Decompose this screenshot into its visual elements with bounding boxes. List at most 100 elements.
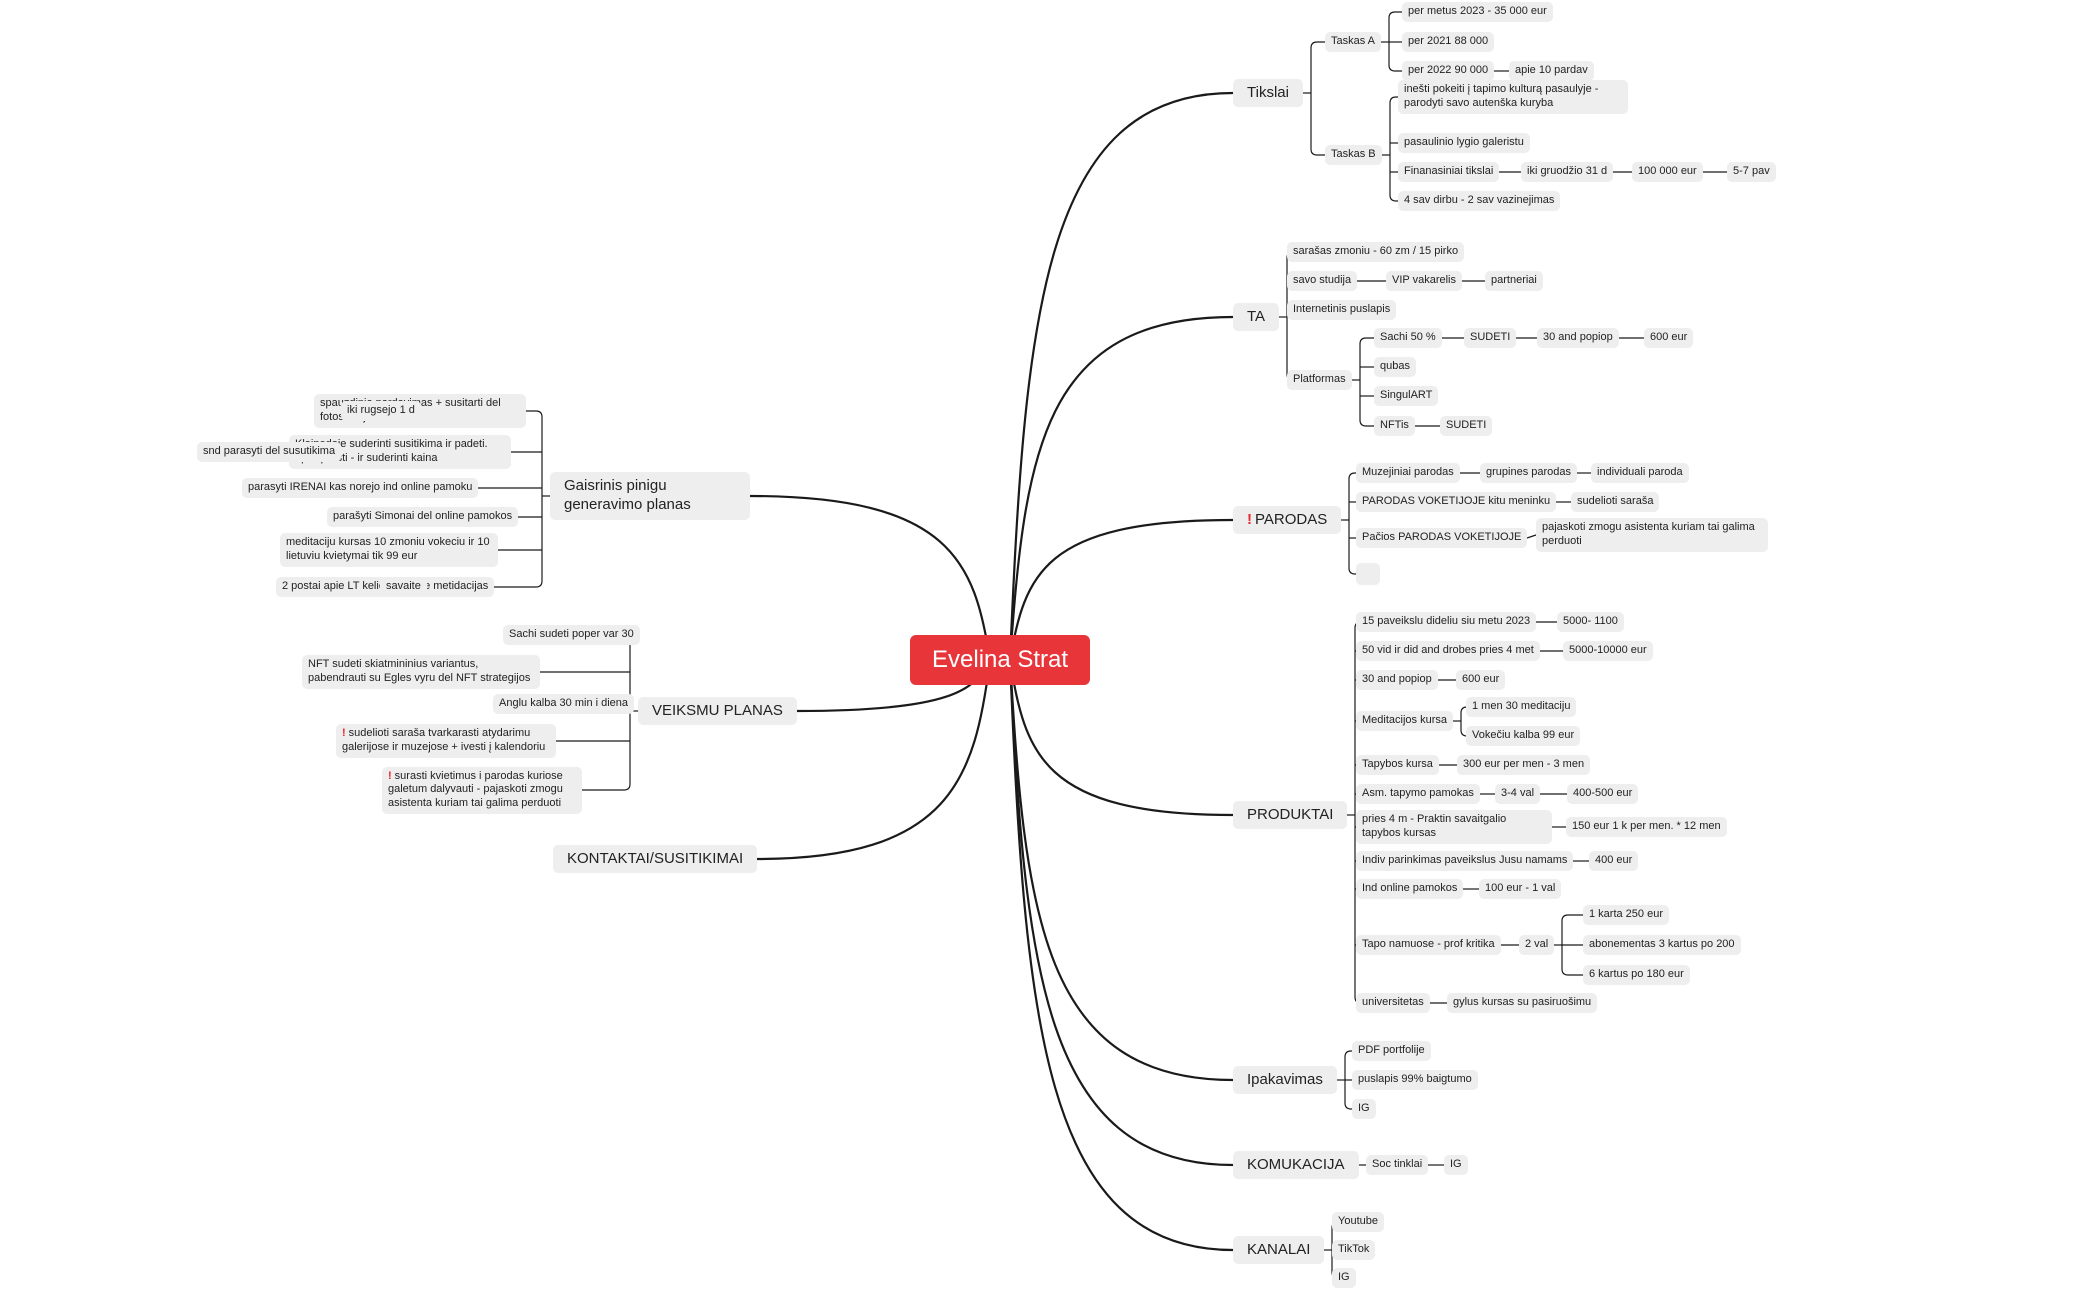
topic-p1a[interactable]: SUDETI [1464,328,1517,348]
topic-g2a[interactable]: snd parasyti del susutikima [197,442,342,462]
topic-b2[interactable]: pasaulinio lygio galeristu [1398,133,1530,153]
topic-x10b[interactable]: 1 karta 250 eur [1583,905,1669,925]
connector [1310,148,1325,156]
topic-parodas[interactable]: !PARODAS [1233,505,1342,535]
topic-x10c[interactable]: abonementas 3 kartus po 200 [1583,935,1741,955]
topic-label: 5-7 pav [1733,165,1770,177]
topic-x6[interactable]: Asm. tapymo pamokas [1356,784,1480,804]
topic-r3[interactable]: Pačios PARODAS VOKETIJOJE [1356,528,1528,548]
topic-x4[interactable]: Meditacijos kursa [1356,711,1453,731]
topic-g3[interactable]: parasyti IRENAI kas norejo ind online pa… [242,478,479,498]
topic-x1[interactable]: 15 paveikslu dideliu siu metu 2023 [1356,612,1537,632]
topic-x6b[interactable]: 400-500 eur [1567,784,1639,804]
topic-x10a[interactable]: 2 val [1519,935,1555,955]
topic-x3a[interactable]: 600 eur [1456,670,1506,690]
topic-v3[interactable]: Anglu kalba 30 min i diena [493,694,635,714]
topic-r4[interactable] [1356,563,1380,585]
topic-a2[interactable]: per 2021 88 000 [1402,32,1495,52]
topic-a3[interactable]: per 2022 90 000 [1402,61,1495,81]
topic-i3[interactable]: IG [1352,1099,1376,1119]
topic-t2b[interactable]: partneriai [1485,271,1543,291]
topic-label: qubas [1380,360,1410,372]
topic-t1[interactable]: sarašas zmoniu - 60 zm / 15 pirko [1287,242,1465,262]
topic-t2[interactable]: savo studija [1287,271,1358,291]
topic-x8a[interactable]: 400 eur [1589,851,1639,871]
topic-t2a[interactable]: VIP vakarelis [1386,271,1462,291]
topic-c3[interactable]: IG [1332,1268,1356,1288]
topic-x9a[interactable]: 100 eur - 1 val [1479,879,1562,899]
topic-t4[interactable]: Platformas [1287,370,1352,390]
topic-x8[interactable]: Indiv parinkimas paveikslus Jusu namams [1356,851,1574,871]
topic-x3[interactable]: 30 and popiop [1356,670,1438,690]
topic-label: sudelioti saraša tvarkarasti atydarimu g… [342,727,546,753]
topic-r1a[interactable]: grupines parodas [1480,463,1578,483]
topic-taskasA[interactable]: Taskas A [1325,32,1382,52]
topic-v2[interactable]: NFT sudeti skiatmininius variantus, pabe… [302,655,540,689]
topic-p4[interactable]: NFTis [1374,416,1415,436]
topic-label: 400 eur [1595,854,1633,866]
topic-x10d[interactable]: 6 kartus po 180 eur [1583,965,1690,985]
central-topic[interactable]: Evelina Strat [910,635,1091,685]
topic-x11[interactable]: universitetas [1356,993,1430,1013]
topic-p1b[interactable]: 30 and popiop [1537,328,1619,348]
topic-r2a[interactable]: sudelioti saraša [1571,492,1660,512]
topic-g5[interactable]: meditaciju kursas 10 zmoniu vokeciu ir 1… [280,533,498,567]
topic-taskasB[interactable]: Taskas B [1325,145,1382,165]
topic-b4[interactable]: 4 sav dirbu - 2 sav vazinejimas [1398,191,1561,211]
topic-p1[interactable]: Sachi 50 % [1374,328,1442,348]
topic-x10[interactable]: Tapo namuose - prof kritika [1356,935,1501,955]
topic-t3[interactable]: Internetinis puslapis [1287,300,1397,320]
topic-b3c[interactable]: 5-7 pav [1727,162,1776,182]
topic-v1[interactable]: Sachi sudeti poper var 30 [503,625,640,645]
topic-r2[interactable]: PARODAS VOKETIJOJE kitu meninku [1356,492,1557,512]
topic-c1[interactable]: Youtube [1332,1212,1384,1232]
topic-g4[interactable]: parašyti Simonai del online pamokos [327,507,519,527]
topic-kontaktai[interactable]: KONTAKTAI/SUSITIKIMAI [553,844,758,874]
topic-x2[interactable]: 50 vid ir did and drobes pries 4 met [1356,641,1540,661]
connector [1008,659,1234,1252]
topic-p2[interactable]: qubas [1374,357,1416,377]
topic-ta[interactable]: TA [1233,302,1280,332]
topic-x4a[interactable]: 1 men 30 meditaciju [1466,697,1577,717]
topic-p1c[interactable]: 600 eur [1644,328,1694,348]
topic-produktai[interactable]: PRODUKTAI [1233,800,1348,830]
topic-v5[interactable]: !surasti kvietimus i parodas kuriose gal… [382,766,582,814]
topic-b1[interactable]: inešti pokeiti į tapimo kulturą pasaulyj… [1398,80,1628,114]
topic-a1[interactable]: per metus 2023 - 35 000 eur [1402,2,1553,22]
topic-b3b[interactable]: 100 000 eur [1632,162,1703,182]
topic-p3[interactable]: SingulART [1374,386,1439,406]
topic-r1[interactable]: Muzejiniai parodas [1356,463,1460,483]
topic-c2[interactable]: TikTok [1332,1240,1376,1260]
connector [494,580,543,588]
topic-ipakavimas[interactable]: Ipakavimas [1233,1065,1337,1095]
topic-i2[interactable]: puslapis 99% baigtumo [1352,1070,1478,1090]
topic-veiksmu[interactable]: VEIKSMU PLANAS [638,696,797,726]
topic-r3a[interactable]: pajaskoti zmogu asistenta kuriam tai gal… [1536,518,1768,552]
topic-tikslai[interactable]: Tikslai [1233,78,1303,108]
topic-x5a[interactable]: 300 eur per men - 3 men [1457,755,1591,775]
topic-k1a[interactable]: IG [1444,1155,1468,1175]
topic-k1[interactable]: Soc tinklai [1366,1155,1429,1175]
topic-x6a[interactable]: 3-4 val [1495,784,1541,804]
topic-x7[interactable]: pries 4 m - Praktin savaitgalio tapybos … [1356,810,1552,844]
topic-kanalai[interactable]: KANALAI [1233,1235,1325,1265]
topic-x7a[interactable]: 150 eur 1 k per men. * 12 men [1566,817,1727,837]
topic-komukacija[interactable]: KOMUKACIJA [1233,1150,1359,1180]
topic-p4a[interactable]: SUDETI [1440,416,1493,436]
topic-x9[interactable]: Ind online pamokos [1356,879,1464,899]
topic-b3a[interactable]: iki gruodžio 31 d [1521,162,1614,182]
topic-i1[interactable]: PDF portfolije [1352,1041,1431,1061]
topic-x4b[interactable]: Vokečiu kalba 99 eur [1466,726,1581,746]
topic-a3a[interactable]: apie 10 pardav [1509,61,1594,81]
topic-b3[interactable]: Finanasiniai tikslai [1398,162,1500,182]
topic-x1a[interactable]: 5000- 1100 [1557,612,1624,632]
topic-x11a[interactable]: gylus kursas su pasiruošimu [1447,993,1598,1013]
exclamation-icon: ! [1247,510,1252,528]
topic-x2a[interactable]: 5000-10000 eur [1563,641,1653,661]
topic-gaisrinis[interactable]: Gaisrinis pinigu generavimo planas [550,472,750,520]
topic-g6a[interactable]: savaite [380,577,427,597]
topic-r1b[interactable]: individuali paroda [1591,463,1689,483]
topic-x5[interactable]: Tapybos kursa [1356,755,1439,775]
topic-v4[interactable]: !sudelioti saraša tvarkarasti atydarimu … [336,724,556,758]
topic-g1a[interactable]: iki rugsejo 1 d [341,401,421,421]
